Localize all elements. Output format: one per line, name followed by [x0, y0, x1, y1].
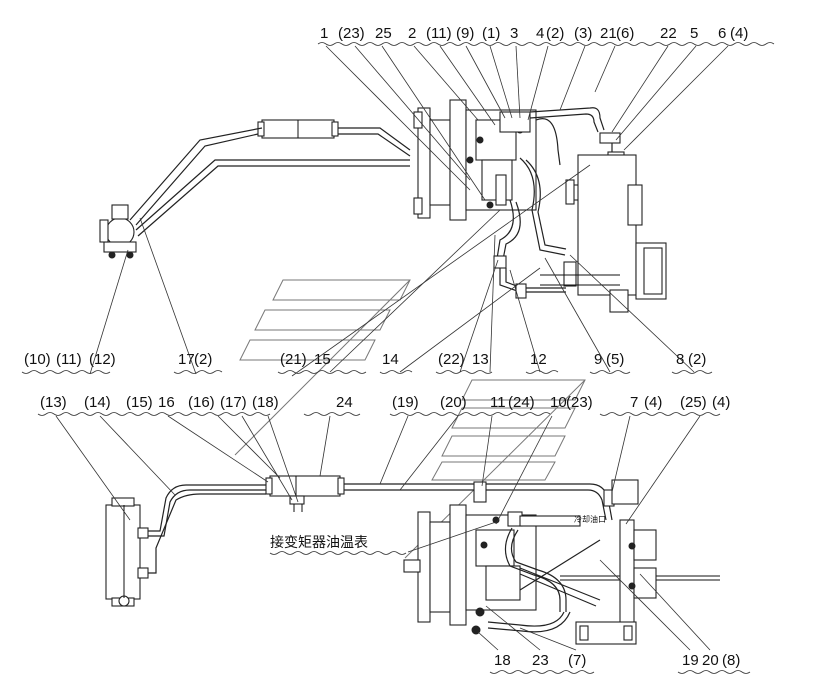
callout-18: 18 — [494, 652, 511, 669]
callout-p4: (4) — [730, 25, 748, 42]
callout-11: 11 — [490, 394, 506, 411]
callout-p10: (10) — [24, 351, 51, 368]
callout-p7: (7) — [568, 652, 586, 669]
callout-p13: (13) — [40, 394, 67, 411]
bottom-assembly: 冷却油口 — [105, 475, 720, 645]
bottom-right-unit — [575, 479, 657, 645]
callout-9: 9 — [594, 351, 602, 368]
callout-p1: (1) — [482, 25, 500, 42]
callout-p15: (15) — [126, 394, 153, 411]
annotation-oil-temp-gauge: 接变矩器油温表 — [270, 534, 368, 551]
callout-p21: (21) — [280, 351, 307, 368]
top-callout-leaders — [317, 42, 775, 201]
callout-p3: (3) — [574, 25, 592, 42]
callout-p20: (20) — [440, 394, 467, 411]
callout-13: 13 — [472, 351, 489, 368]
callout-7: 7 — [630, 394, 638, 411]
bottom-callout-leaders — [37, 412, 721, 525]
bottom-lower-callouts: 18 23 (7) 19 20 (8) — [494, 652, 740, 669]
callout-p16: (16) — [188, 394, 215, 411]
bottom-lower-leaders — [477, 559, 751, 674]
callout-p24: (24) — [508, 394, 535, 411]
callout-10: 10 — [550, 394, 567, 411]
callout-p6: (6) — [616, 25, 634, 42]
callout-25: 25 — [375, 25, 392, 42]
callout-p2c: (2) — [688, 351, 706, 368]
callout-p11: (11) — [426, 25, 452, 42]
callout-1: 1 — [320, 25, 328, 42]
callout-p2b: (2) — [194, 351, 212, 368]
top-callouts: 1 (23) 25 2 (11) (9) (1) 3 4 (2) (3) 21 … — [320, 25, 748, 42]
bottom-housing: 冷却油口 — [403, 504, 606, 635]
callout-12: 12 — [530, 351, 547, 368]
top-filter — [257, 119, 339, 139]
callout-p22: (22) — [438, 351, 465, 368]
top-assembly — [99, 99, 667, 313]
top-lower-leaders — [21, 164, 713, 377]
callout-p17: (17) — [220, 394, 247, 411]
callout-p4c: (4) — [712, 394, 730, 411]
callout-p11b: (11) — [56, 351, 82, 368]
callout-6: 6 — [718, 25, 726, 42]
callout-14: 14 — [382, 351, 399, 368]
callout-16: 16 — [158, 394, 175, 411]
callout-3: 3 — [510, 25, 518, 42]
callout-4: 4 — [536, 25, 544, 42]
callout-p4b: (4) — [644, 394, 662, 411]
callout-p9: (9) — [456, 25, 474, 42]
callout-21: 21 — [600, 25, 617, 42]
callout-p14: (14) — [84, 394, 111, 411]
cooling-port-plate: 冷却油口 — [574, 514, 606, 524]
callout-p18: (18) — [252, 394, 279, 411]
callout-p19: (19) — [392, 394, 419, 411]
bottom-callouts: (13) (14) (15) 16 (16) (17) (18) 24 (19)… — [40, 394, 730, 411]
callout-23: 23 — [532, 652, 549, 669]
callout-15: 15 — [314, 351, 331, 368]
top-lower-callouts: (10) (11) (12) 17 (2) (21) 15 14 (22) 13… — [24, 351, 706, 368]
bottom-filter — [265, 475, 345, 512]
callout-17: 17 — [178, 351, 195, 368]
callout-19: 19 — [682, 652, 699, 669]
callout-24: 24 — [336, 394, 353, 411]
callout-2: 2 — [408, 25, 416, 42]
callout-p2: (2) — [546, 25, 564, 42]
callout-p5: (5) — [606, 351, 624, 368]
callout-p23b: (23) — [566, 394, 593, 411]
callout-p8: (8) — [722, 652, 740, 669]
callout-p23: (23) — [338, 25, 365, 42]
bottom-cooler — [105, 497, 149, 607]
callout-p25: (25) — [680, 394, 707, 411]
top-right-unit — [540, 154, 667, 313]
temperature-gauge-annotation: 接变矩器油温表 — [269, 521, 497, 555]
callout-5: 5 — [690, 25, 698, 42]
top-pump — [99, 204, 137, 259]
callout-22: 22 — [660, 25, 677, 42]
top-housing — [413, 99, 537, 221]
callout-20: 20 — [702, 652, 719, 669]
